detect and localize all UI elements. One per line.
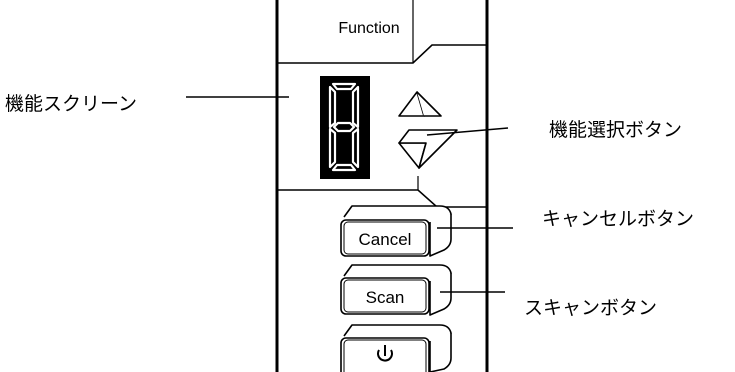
cancel-button-top: [343, 205, 452, 223]
function-down-button[interactable]: [398, 129, 458, 169]
down-arrow-side: [398, 129, 458, 169]
function-label: Function: [338, 20, 399, 37]
segment-upper-left: [328, 85, 337, 129]
up-arrow-side: [416, 91, 442, 117]
segment-middle: [332, 121, 356, 133]
callout-function-select-buttons: 機能選択ボタン: [549, 119, 682, 141]
power-button-top: [343, 324, 452, 342]
function-up-button[interactable]: [398, 91, 442, 117]
panel-bevel-top: [277, 44, 487, 64]
segment-upper-right: [351, 85, 360, 129]
cancel-button-inner: [343, 221, 427, 255]
cancel-button[interactable]: Cancel: [340, 205, 452, 257]
power-button-side: [429, 333, 452, 372]
power-button[interactable]: [340, 324, 452, 372]
scan-button-label: Scan: [366, 288, 405, 307]
seven-segment-digit: [328, 82, 360, 172]
callout-function-screen: 機能スクリーン: [5, 93, 137, 115]
function-screen: 8: [320, 76, 370, 179]
segment-top: [331, 82, 357, 91]
scan-button-face: [340, 277, 430, 315]
leader-line-function-select: [426, 127, 509, 136]
power-button-inner: [343, 339, 427, 372]
segment-lower-right: [351, 127, 360, 169]
panel-bevel-bottom: [277, 189, 487, 208]
segment-lower-left: [328, 127, 337, 169]
cancel-button-label: Cancel: [359, 230, 412, 249]
callout-scan-button: スキャンボタン: [524, 297, 657, 319]
scan-button-side: [429, 273, 452, 316]
scan-button[interactable]: Scan: [340, 264, 452, 316]
power-icon: [377, 345, 393, 362]
callout-cancel-button: キャンセルボタン: [542, 208, 694, 230]
cancel-button-face: [340, 219, 430, 257]
cancel-button-side: [429, 214, 452, 257]
display-background: [320, 76, 370, 179]
scan-button-inner: [343, 279, 427, 313]
scan-button-top: [343, 264, 452, 282]
segment-bottom: [331, 163, 357, 172]
